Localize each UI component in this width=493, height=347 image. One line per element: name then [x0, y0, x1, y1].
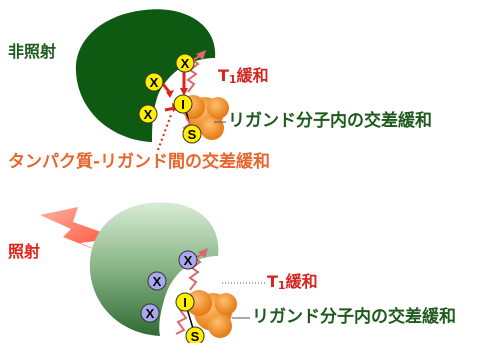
atom-x-top-1: X [175, 53, 195, 73]
t1-subscript-bottom: 1 [277, 279, 286, 292]
protein-top [75, 9, 216, 142]
svg-text:X: X [181, 56, 190, 71]
t1-relax-label-top: T1緩和 [218, 66, 269, 86]
svg-text:X: X [153, 274, 162, 289]
svg-text:S: S [188, 127, 197, 142]
svg-text:I: I [181, 97, 185, 112]
dotted-arrow-top [157, 114, 172, 151]
internal-zigzag-bottom [175, 309, 188, 335]
top-panel: X X X I S [75, 9, 229, 151]
atom-i-bottom: I [175, 292, 195, 312]
atom-x-top-2: X [144, 72, 164, 92]
atom-x-top-3: X [138, 104, 158, 124]
svg-text:X: X [146, 306, 155, 321]
ligand-internal-label-top: リガンド分子内の交差緩和 [228, 111, 432, 131]
atom-x-bottom-2: X [147, 271, 167, 291]
svg-text:X: X [184, 253, 193, 268]
svg-text:X: X [150, 75, 159, 90]
svg-text:I: I [183, 295, 187, 310]
atom-x-bottom-3: X [140, 303, 160, 323]
atom-i-top: I [173, 94, 193, 114]
ligand-internal-label-bottom: リガンド分子内の交差緩和 [252, 307, 456, 327]
svg-text:S: S [191, 329, 200, 343]
t1-suffix-bottom: 緩和 [285, 272, 318, 291]
t1-prefix: T [218, 66, 229, 85]
t1-suffix: 緩和 [236, 66, 269, 85]
bottom-panel: X X X I S [40, 202, 265, 346]
atom-s-top: S [182, 124, 202, 144]
svg-text:X: X [144, 107, 153, 122]
atom-x-bottom-1: X [178, 250, 198, 270]
condition-label-bottom: 照射 [8, 242, 41, 261]
atom-s-bottom: S [185, 326, 205, 346]
protein-ligand-label: タンパク質-リガンド間の交差緩和 [8, 152, 271, 172]
lightning-bolt [40, 207, 126, 262]
condition-label-top: 非照射 [8, 42, 57, 61]
ligand-bottom [186, 290, 237, 338]
t1-prefix-bottom: T [267, 272, 278, 291]
t1-subscript: 1 [228, 73, 237, 86]
protein-bottom [89, 202, 219, 336]
t1-relax-label-bottom: T1緩和 [267, 272, 318, 292]
